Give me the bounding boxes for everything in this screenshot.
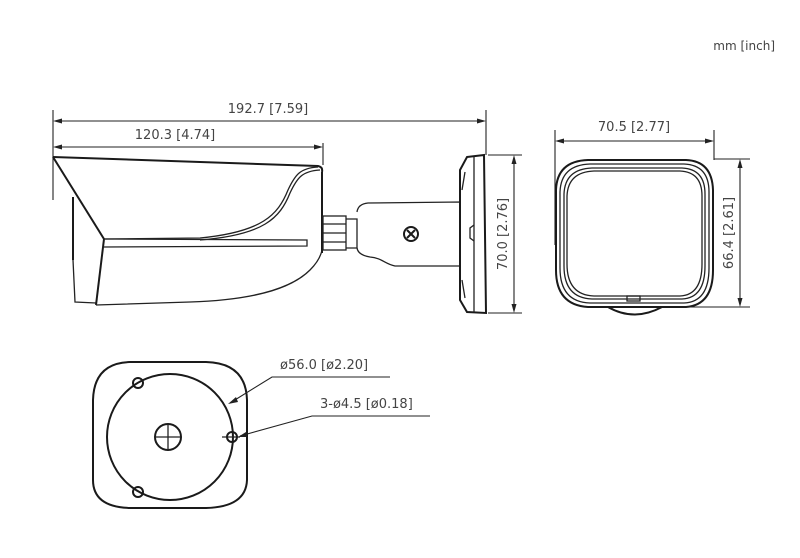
mount-base-side — [459, 153, 488, 315]
overall-length-label: 192.7 [7.59] — [228, 102, 308, 117]
front-width-dimension: 70.5 [2.77] — [554, 120, 715, 245]
mount-height-dimension: 70.0 [2.76] — [488, 154, 522, 314]
body-length-dimension: 120.3 [4.74] — [53, 128, 324, 165]
body-length-label: 120.3 [4.74] — [135, 128, 215, 143]
units-label: mm [inch] — [713, 39, 775, 53]
side-view: 192.7 [7.59] 120.3 [4.74] — [52, 102, 522, 315]
base-plate-outline — [92, 361, 248, 509]
front-width-label: 70.5 [2.77] — [598, 120, 670, 135]
mount-arm — [322, 201, 461, 267]
overall-length-dimension: 192.7 [7.59] — [52, 102, 487, 200]
front-height-dimension: 66.4 [2.61] — [680, 158, 750, 308]
camera-body-side — [52, 156, 324, 306]
screw-hole-icon — [132, 377, 144, 389]
hole-spec-label: 3-ø4.5 [ø0.18] — [320, 397, 413, 412]
front-height-label: 66.4 [2.61] — [722, 197, 737, 269]
base-view: ø56.0 [ø2.20] 3-ø4.5 [ø0.18] — [92, 358, 430, 509]
front-view: 70.5 [2.77] 66.4 [2.61] — [554, 120, 750, 316]
hole-spec-callout: 3-ø4.5 [ø0.18] — [238, 397, 430, 437]
screw-hole-icon — [132, 486, 144, 498]
mount-height-label: 70.0 [2.76] — [496, 198, 511, 270]
bolt-circle-callout: ø56.0 [ø2.20] — [228, 358, 390, 404]
bolt-circle-label: ø56.0 [ø2.20] — [280, 358, 368, 373]
camera-body-front — [555, 159, 714, 316]
screw-icon — [403, 226, 419, 242]
